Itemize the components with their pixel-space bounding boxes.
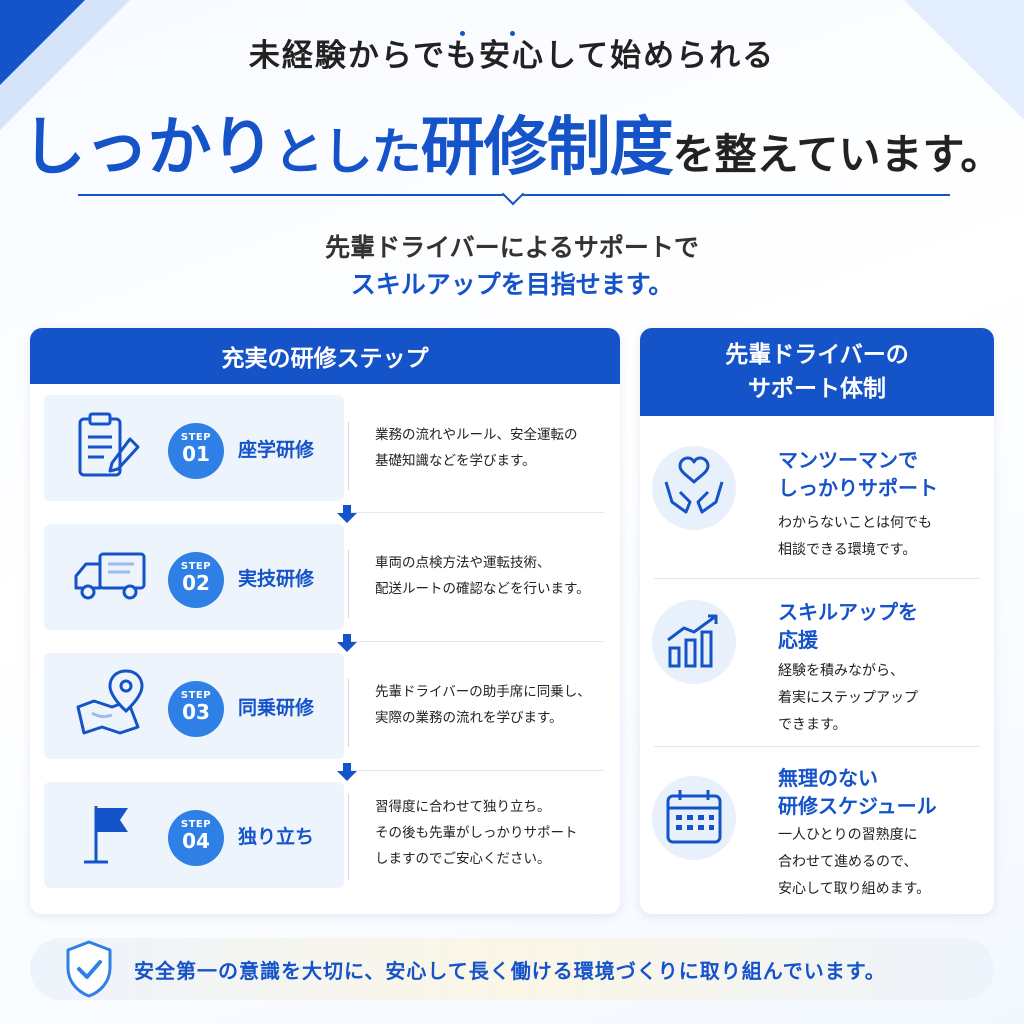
support-title-line: 無理のない bbox=[778, 766, 878, 790]
panel-title: 充実の研修ステップ bbox=[30, 328, 620, 384]
step-description-line: 習得度に合わせて独り立ち。 bbox=[375, 799, 551, 815]
subheading-line2: スキルアップを目指せます。 bbox=[350, 270, 674, 299]
step-badge: STEP 02 bbox=[168, 552, 224, 608]
support-description-line: 着実にステップアップ bbox=[778, 690, 918, 706]
footer-text: 安全第一の意識を大切に、安心して長く働ける環境づくりに取り組んでいます。 bbox=[134, 959, 886, 983]
step-description: 業務の流れやルール、安全運転の 基礎知識などを学びます。 bbox=[348, 422, 610, 490]
support-description: 一人ひとりの習熟度に 合わせて進めるので、 安心して取り組めます。 bbox=[778, 822, 930, 903]
growth-chart-icon bbox=[667, 614, 718, 668]
step-description-line: その後も先輩がしっかりサポート bbox=[375, 825, 578, 841]
arrow-down-icon bbox=[337, 771, 357, 781]
support-title: マンツーマンで しっかりサポート bbox=[778, 446, 938, 502]
support-icon-circle bbox=[652, 446, 736, 530]
step-card: STEP 02 実技研修 bbox=[44, 524, 344, 630]
support-title: スキルアップを 応援 bbox=[778, 598, 918, 654]
step-badge-label: STEP bbox=[180, 561, 212, 572]
step-badge: STEP 01 bbox=[168, 423, 224, 479]
step-description: 先輩ドライバーの助手席に同乗し、 実際の業務の流れを学びます。 bbox=[348, 679, 610, 747]
arrow-down-icon-stem bbox=[343, 505, 351, 513]
support-description-line: わからないことは何でも bbox=[778, 515, 932, 531]
kicker-part: 未経験 bbox=[248, 38, 348, 74]
support-separator bbox=[654, 746, 980, 747]
support-title-line: スキルアップを bbox=[778, 600, 918, 624]
clipboard-pen-icon bbox=[78, 412, 140, 477]
step-title: 座学研修 bbox=[238, 439, 315, 461]
support-description-line: 合わせて進めるので、 bbox=[778, 854, 918, 870]
support-title: 無理のない 研修スケジュール bbox=[778, 764, 937, 820]
panel-title-line: サポート体制 bbox=[748, 376, 886, 402]
step-card: STEP 03 同乗研修 bbox=[44, 653, 344, 759]
step-card: STEP 04 独り立ち bbox=[44, 782, 344, 888]
truck-icon bbox=[74, 552, 146, 600]
arrow-down-icon-stem bbox=[343, 763, 351, 771]
step-description-line: 先輩ドライバーの助手席に同乗し、 bbox=[375, 684, 591, 700]
support-separator bbox=[654, 578, 980, 579]
arrow-down-icon bbox=[337, 513, 357, 523]
kicker: 未経験からでも安心して始められる bbox=[0, 30, 1024, 75]
step-description-line: 基礎知識などを学びます。 bbox=[375, 453, 536, 469]
step-badge-number: 01 bbox=[182, 442, 210, 466]
support-description: 経験を積みながら、 着実にステップアップ できます。 bbox=[778, 658, 918, 739]
step-description-line: 配送ルートの確認などを行います。 bbox=[375, 581, 590, 597]
kicker-part: からで bbox=[347, 38, 446, 74]
training-steps-panel: 充実の研修ステップ STEP 01 座学研修 業務の流れやルール、安全運転の 基… bbox=[30, 328, 620, 914]
arrow-down-icon bbox=[337, 642, 357, 652]
footer-banner: 安全第一の意識を大切に、安心して長く働ける環境づくりに取り組んでいます。 bbox=[30, 938, 994, 1000]
flag-icon bbox=[84, 806, 128, 864]
step-title: 実技研修 bbox=[238, 568, 315, 590]
step-badge: STEP 04 bbox=[168, 810, 224, 866]
support-icon-circle bbox=[652, 600, 736, 684]
support-title-line: しっかりサポート bbox=[778, 476, 938, 500]
step-badge-number: 03 bbox=[182, 700, 210, 724]
subheading-line1: 先輩ドライバーによるサポートで bbox=[325, 233, 699, 262]
step-title: 独り立ち bbox=[238, 826, 315, 848]
support-description-line: 安心して取り組めます。 bbox=[778, 881, 931, 897]
arrow-down-icon-stem bbox=[343, 634, 351, 642]
support-panel: 先輩ドライバーの サポート体制 マンツーマンで しっかりサポート わからないこと… bbox=[640, 328, 994, 914]
calendar-icon bbox=[666, 790, 722, 844]
corner-decoration-right bbox=[904, 0, 1024, 120]
step-badge: STEP 03 bbox=[168, 681, 224, 737]
step-description: 習得度に合わせて独り立ち。 その後も先輩がしっかりサポート しますのでご安心くだ… bbox=[348, 794, 610, 880]
step-badge-label: STEP bbox=[180, 690, 212, 701]
kicker-part-emphasis: 安心 bbox=[479, 38, 545, 74]
map-pin-icon bbox=[76, 669, 144, 735]
step-title: 同乗研修 bbox=[238, 697, 315, 719]
kicker-part: して始められる bbox=[545, 38, 776, 74]
step-card: STEP 01 座学研修 bbox=[44, 395, 344, 501]
step-badge-label: STEP bbox=[180, 819, 212, 830]
kicker-part-emphasis: も bbox=[446, 38, 479, 74]
shield-check-icon bbox=[66, 940, 112, 998]
support-description-line: 相談できる環境です。 bbox=[778, 542, 917, 558]
headline-part: 研修制度 bbox=[420, 111, 674, 185]
support-icon-circle bbox=[652, 776, 736, 860]
support-description-line: できます。 bbox=[778, 717, 847, 733]
support-description-line: 経験を積みながら、 bbox=[778, 663, 904, 679]
step-description-line: しますのでご安心ください。 bbox=[375, 851, 551, 867]
panel-title: 先輩ドライバーの サポート体制 bbox=[640, 328, 994, 416]
step-separator bbox=[348, 641, 604, 642]
headline: しっかりとした研修制度を整えています。 bbox=[0, 96, 1024, 188]
step-separator bbox=[348, 770, 604, 771]
step-description-line: 車両の点検方法や運転技術、 bbox=[375, 555, 551, 571]
corner-decoration bbox=[0, 0, 85, 85]
step-badge-number: 04 bbox=[182, 829, 210, 853]
headline-part: た bbox=[371, 123, 422, 181]
headline-part: とし bbox=[273, 123, 373, 181]
step-description-line: 業務の流れやルール、安全運転の bbox=[375, 427, 578, 443]
headline-part: しっかり bbox=[21, 111, 275, 185]
step-description: 車両の点検方法や運転技術、 配送ルートの確認などを行います。 bbox=[348, 550, 610, 618]
support-description-line: 一人ひとりの習熟度に bbox=[778, 827, 918, 843]
step-badge-number: 02 bbox=[182, 571, 210, 595]
hands-heart-icon bbox=[664, 456, 724, 514]
support-description: わからないことは何でも 相談できる環境です。 bbox=[778, 510, 932, 564]
step-badge-label: STEP bbox=[180, 432, 212, 443]
support-title-line: 研修スケジュール bbox=[778, 794, 937, 818]
headline-part: を整えています。 bbox=[672, 130, 1003, 179]
step-separator bbox=[348, 512, 604, 513]
support-title-line: マンツーマンで bbox=[778, 448, 918, 472]
panel-title-line: 先輩ドライバーの bbox=[725, 342, 909, 368]
step-description-line: 実際の業務の流れを学びます。 bbox=[375, 710, 563, 726]
support-title-line: 応援 bbox=[778, 628, 818, 652]
